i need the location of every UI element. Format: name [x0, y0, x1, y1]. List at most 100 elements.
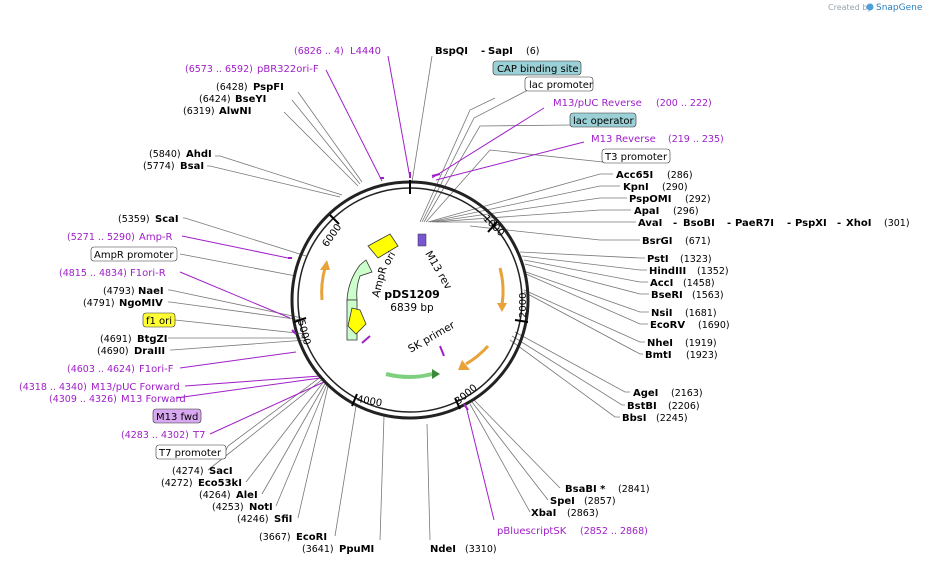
pos-ngomiv: (4791) — [83, 298, 115, 309]
m13-fwd-box — [152, 408, 202, 424]
feature-arrows — [288, 172, 507, 411]
enzyme-bseri: BseRI — [651, 290, 683, 301]
pos-bsrgi: (671) — [685, 236, 711, 247]
primer-m13puc-reverse: M13/pUC Reverse — [553, 98, 642, 109]
primer-amp-r: Amp-R — [139, 232, 173, 243]
plasmid-size: 6839 bp — [390, 302, 434, 314]
pos-avai: (301) — [884, 218, 910, 229]
primer-m13-reverse: M13 Reverse — [591, 134, 656, 145]
enzyme-bsrgi: BsrGI — [642, 236, 672, 247]
pos-alei: (4264) — [199, 490, 231, 501]
enzyme-sep: - — [481, 46, 485, 57]
snapgene-credit: Created by SnapGene — [828, 3, 923, 13]
tick-6000: 6000 — [321, 222, 345, 249]
pos-bseyi: (6424) — [199, 94, 231, 105]
pos-btgzi: (4691) — [100, 334, 132, 345]
pos-sfii: (4246) — [237, 514, 269, 525]
primer-l4440: L4440 — [350, 46, 381, 57]
enzyme-bbsi: BbsI — [622, 413, 646, 424]
pos-pspomi: (292) — [685, 194, 711, 205]
label-ori: ori — [381, 250, 398, 268]
enzyme-sapi: SapI — [488, 46, 513, 57]
primer-m13puc-forward: M13/pUC Forward — [91, 382, 180, 393]
pos-eco53ki: (4272) — [161, 478, 193, 489]
pos-agei: (2163) — [671, 388, 703, 399]
svg-text:SnapGene: SnapGene — [876, 3, 923, 13]
pos-f1ori-f: (4603 .. 4624) — [67, 364, 135, 375]
cap-binding-site-box — [492, 60, 582, 76]
pos-m13-forward: (4309 .. 4326) — [49, 394, 117, 405]
pos-draiii: (4690) — [97, 346, 129, 357]
pos-m13puc-forward: (4318 .. 4340) — [19, 382, 87, 393]
pos-hindiii: (1352) — [697, 266, 729, 277]
ampr-promoter-label: AmpR promoter — [94, 250, 174, 261]
pos-apai: (296) — [673, 206, 699, 217]
pos-pbluescriptsk: (2852 .. 2868) — [580, 526, 648, 537]
enzyme-spei: SpeI — [550, 496, 575, 507]
enzyme-bmti: BmtI — [645, 350, 672, 361]
enzyme-scai: ScaI — [155, 214, 179, 225]
primer-t7: T7 — [192, 430, 205, 441]
enzyme-hindiii: HindIII — [649, 266, 686, 277]
pos-pspfi: (6428) — [216, 82, 248, 93]
enzyme-bsobi: BsoBI — [683, 218, 715, 229]
enzyme-ngomiv: NgoMIV — [119, 298, 163, 309]
pos-f1ori-r: (4815 .. 4834) — [59, 268, 127, 279]
pos-bmti: (1923) — [686, 350, 718, 361]
enzyme-ecorv: EcoRV — [650, 320, 685, 331]
enzyme-nsii: NsiI — [651, 308, 672, 319]
enzyme-agei: AgeI — [633, 388, 658, 399]
enzyme-sfii: SfiI — [274, 514, 292, 525]
pos-ecori: (3667) — [259, 532, 291, 543]
enzyme-eco53ki: Eco53kI — [198, 478, 242, 489]
primer-f1ori-f: F1ori-F — [139, 364, 174, 375]
lac-operator-label: lac operator — [573, 116, 634, 127]
primer-m13-forward: M13 Forward — [121, 394, 186, 405]
enzyme-noti: NotI — [249, 502, 273, 513]
tick-2000: 2000 — [518, 293, 529, 318]
enzyme-naei: NaeI — [138, 286, 164, 297]
ruler-ticks — [293, 180, 529, 410]
svg-text:Created by: Created by — [828, 3, 872, 12]
pos-bsai: (5774) — [143, 161, 175, 172]
enzyme-pspfi: PspFI — [253, 82, 284, 93]
enzyme-draiii: DraIII — [134, 346, 165, 357]
pos-bseri: (1563) — [692, 290, 724, 301]
ampr-promoter-box — [90, 246, 178, 262]
enzyme-acc65i: Acc65I — [616, 170, 653, 181]
enzyme-sep: - — [837, 218, 841, 229]
enzyme-btgzi: BtgZI — [137, 334, 168, 345]
pos-saci: (4274) — [172, 466, 204, 477]
pos-nhei: (1919) — [685, 338, 717, 349]
primer-leader-lines — [175, 55, 585, 521]
enzyme-apai: ApaI — [634, 206, 659, 217]
pos-psti: (1323) — [680, 254, 712, 265]
enzyme-bspqi: BspQI — [435, 46, 468, 57]
enzyme-ahdi: AhdI — [186, 149, 212, 160]
pos-amp-r: (5271 .. 5290) — [67, 232, 135, 243]
lac-promoter-box — [524, 76, 594, 92]
enzyme-kpni: KpnI — [623, 182, 649, 193]
cap-binding-site-label: CAP binding site — [497, 64, 579, 75]
enzyme-pspomi: PspOMI — [629, 194, 671, 205]
pos-scai: (5359) — [118, 214, 150, 225]
primer-f1ori-r: F1ori-R — [130, 268, 166, 279]
pos-ahdi: (5840) — [149, 149, 181, 160]
enzyme-bseyi: BseYI — [235, 94, 266, 105]
pos-m13-reverse: (219 .. 235) — [668, 134, 724, 145]
pos-ppumi: (3641) — [302, 544, 334, 555]
pos-acci: (1458) — [683, 278, 715, 289]
enzyme-sep: - — [673, 218, 677, 229]
enzyme-bstbi: BstBI — [627, 401, 657, 412]
t7-promoter-label: T7 promoter — [158, 448, 222, 459]
plasmid-name: pDS1209 — [384, 288, 440, 301]
right-label-column: BspQI - SapI (6) CAP binding site lac pr… — [430, 46, 910, 555]
f1-ori-box — [142, 312, 176, 328]
f1-ori-label: f1 ori — [146, 316, 172, 327]
primer-pbr322ori-f: pBR322ori-F — [257, 64, 319, 75]
enzyme-ndei: NdeI — [430, 544, 456, 555]
t3-promoter-label: T3 promoter — [604, 152, 668, 163]
enzyme-ecori: EcoRI — [296, 532, 327, 543]
enzyme-xhoi: XhoI — [846, 218, 871, 229]
